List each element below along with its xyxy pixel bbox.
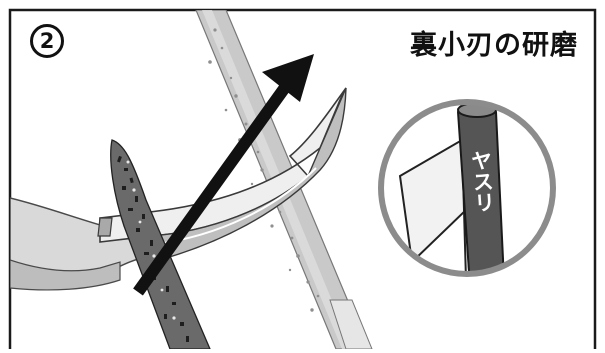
- inset-tool-label: ヤスリ: [468, 149, 497, 214]
- direction-arrow: [133, 54, 314, 296]
- inset-ring: [378, 99, 556, 277]
- inset-magnifier: [378, 99, 556, 277]
- step-badge: 2: [30, 24, 64, 58]
- step-number: 2: [39, 29, 55, 53]
- page-title: 裏小刃の研磨: [410, 30, 578, 61]
